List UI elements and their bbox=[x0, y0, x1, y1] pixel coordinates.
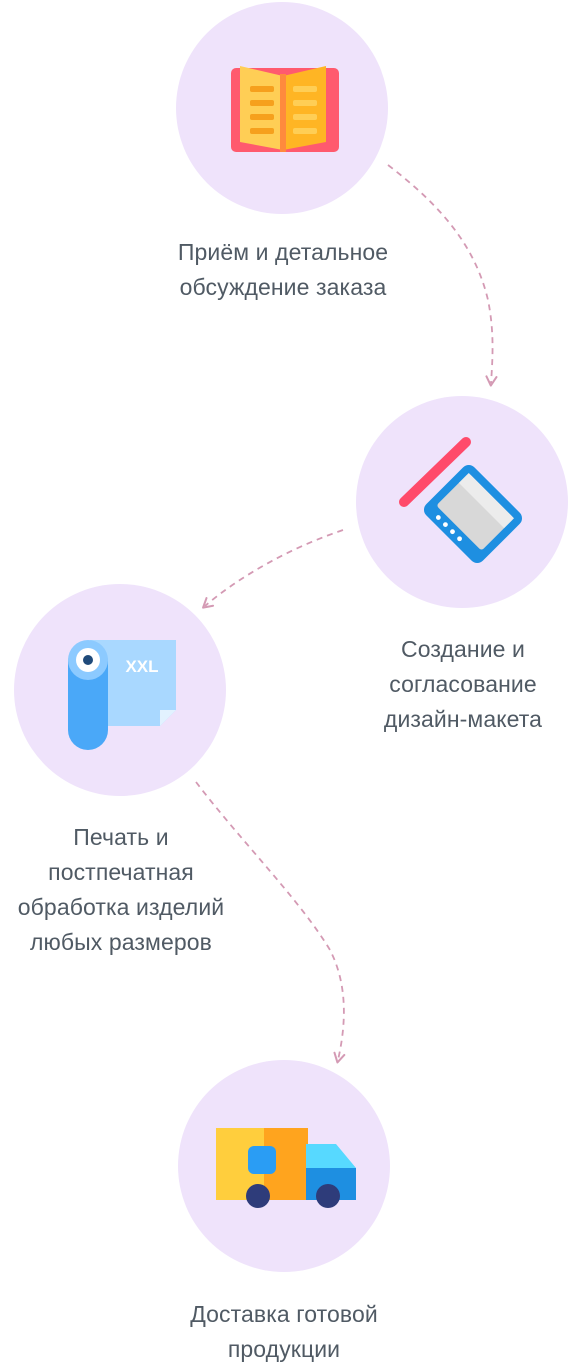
print-roll-xxl-icon: XXL bbox=[68, 640, 176, 750]
step-order-circle bbox=[176, 2, 388, 214]
label-line: Печать и bbox=[73, 824, 169, 850]
label-line: Приём и детальное bbox=[177, 239, 389, 265]
delivery-truck-icon bbox=[216, 1128, 356, 1208]
step-order-label: Приём и детальное обсуждение заказа bbox=[143, 235, 423, 305]
label-line: обработка изделий bbox=[17, 894, 225, 920]
drawing-tablet-icon bbox=[399, 437, 523, 564]
label-line: обсуждение заказа bbox=[179, 274, 387, 300]
step-delivery-label: Доставка готовой продукции bbox=[144, 1297, 424, 1367]
label-line: дизайн-макета bbox=[383, 706, 543, 732]
label-line: постпечатная bbox=[48, 859, 194, 885]
label-line: любых размеров bbox=[30, 929, 212, 955]
label-line: продукции bbox=[227, 1336, 341, 1362]
label-line: согласование bbox=[389, 671, 537, 697]
open-book-icon bbox=[231, 66, 339, 152]
arrow-step1-to-step2 bbox=[387, 164, 498, 387]
arrow-step3-to-step4 bbox=[195, 781, 346, 1064]
xxl-text: XXL bbox=[125, 657, 158, 676]
step-print-circle: XXL bbox=[14, 584, 226, 796]
label-line: Доставка готовой bbox=[190, 1301, 378, 1327]
step-delivery-circle bbox=[178, 1060, 390, 1272]
step-design-circle bbox=[356, 396, 568, 608]
step-design-label: Создание и согласование дизайн-макета bbox=[323, 632, 568, 737]
step-print-label: Печать и постпечатная обработка изделий … bbox=[0, 820, 261, 960]
arrow-step2-to-step3 bbox=[202, 529, 344, 609]
label-line: Создание и bbox=[401, 636, 525, 662]
